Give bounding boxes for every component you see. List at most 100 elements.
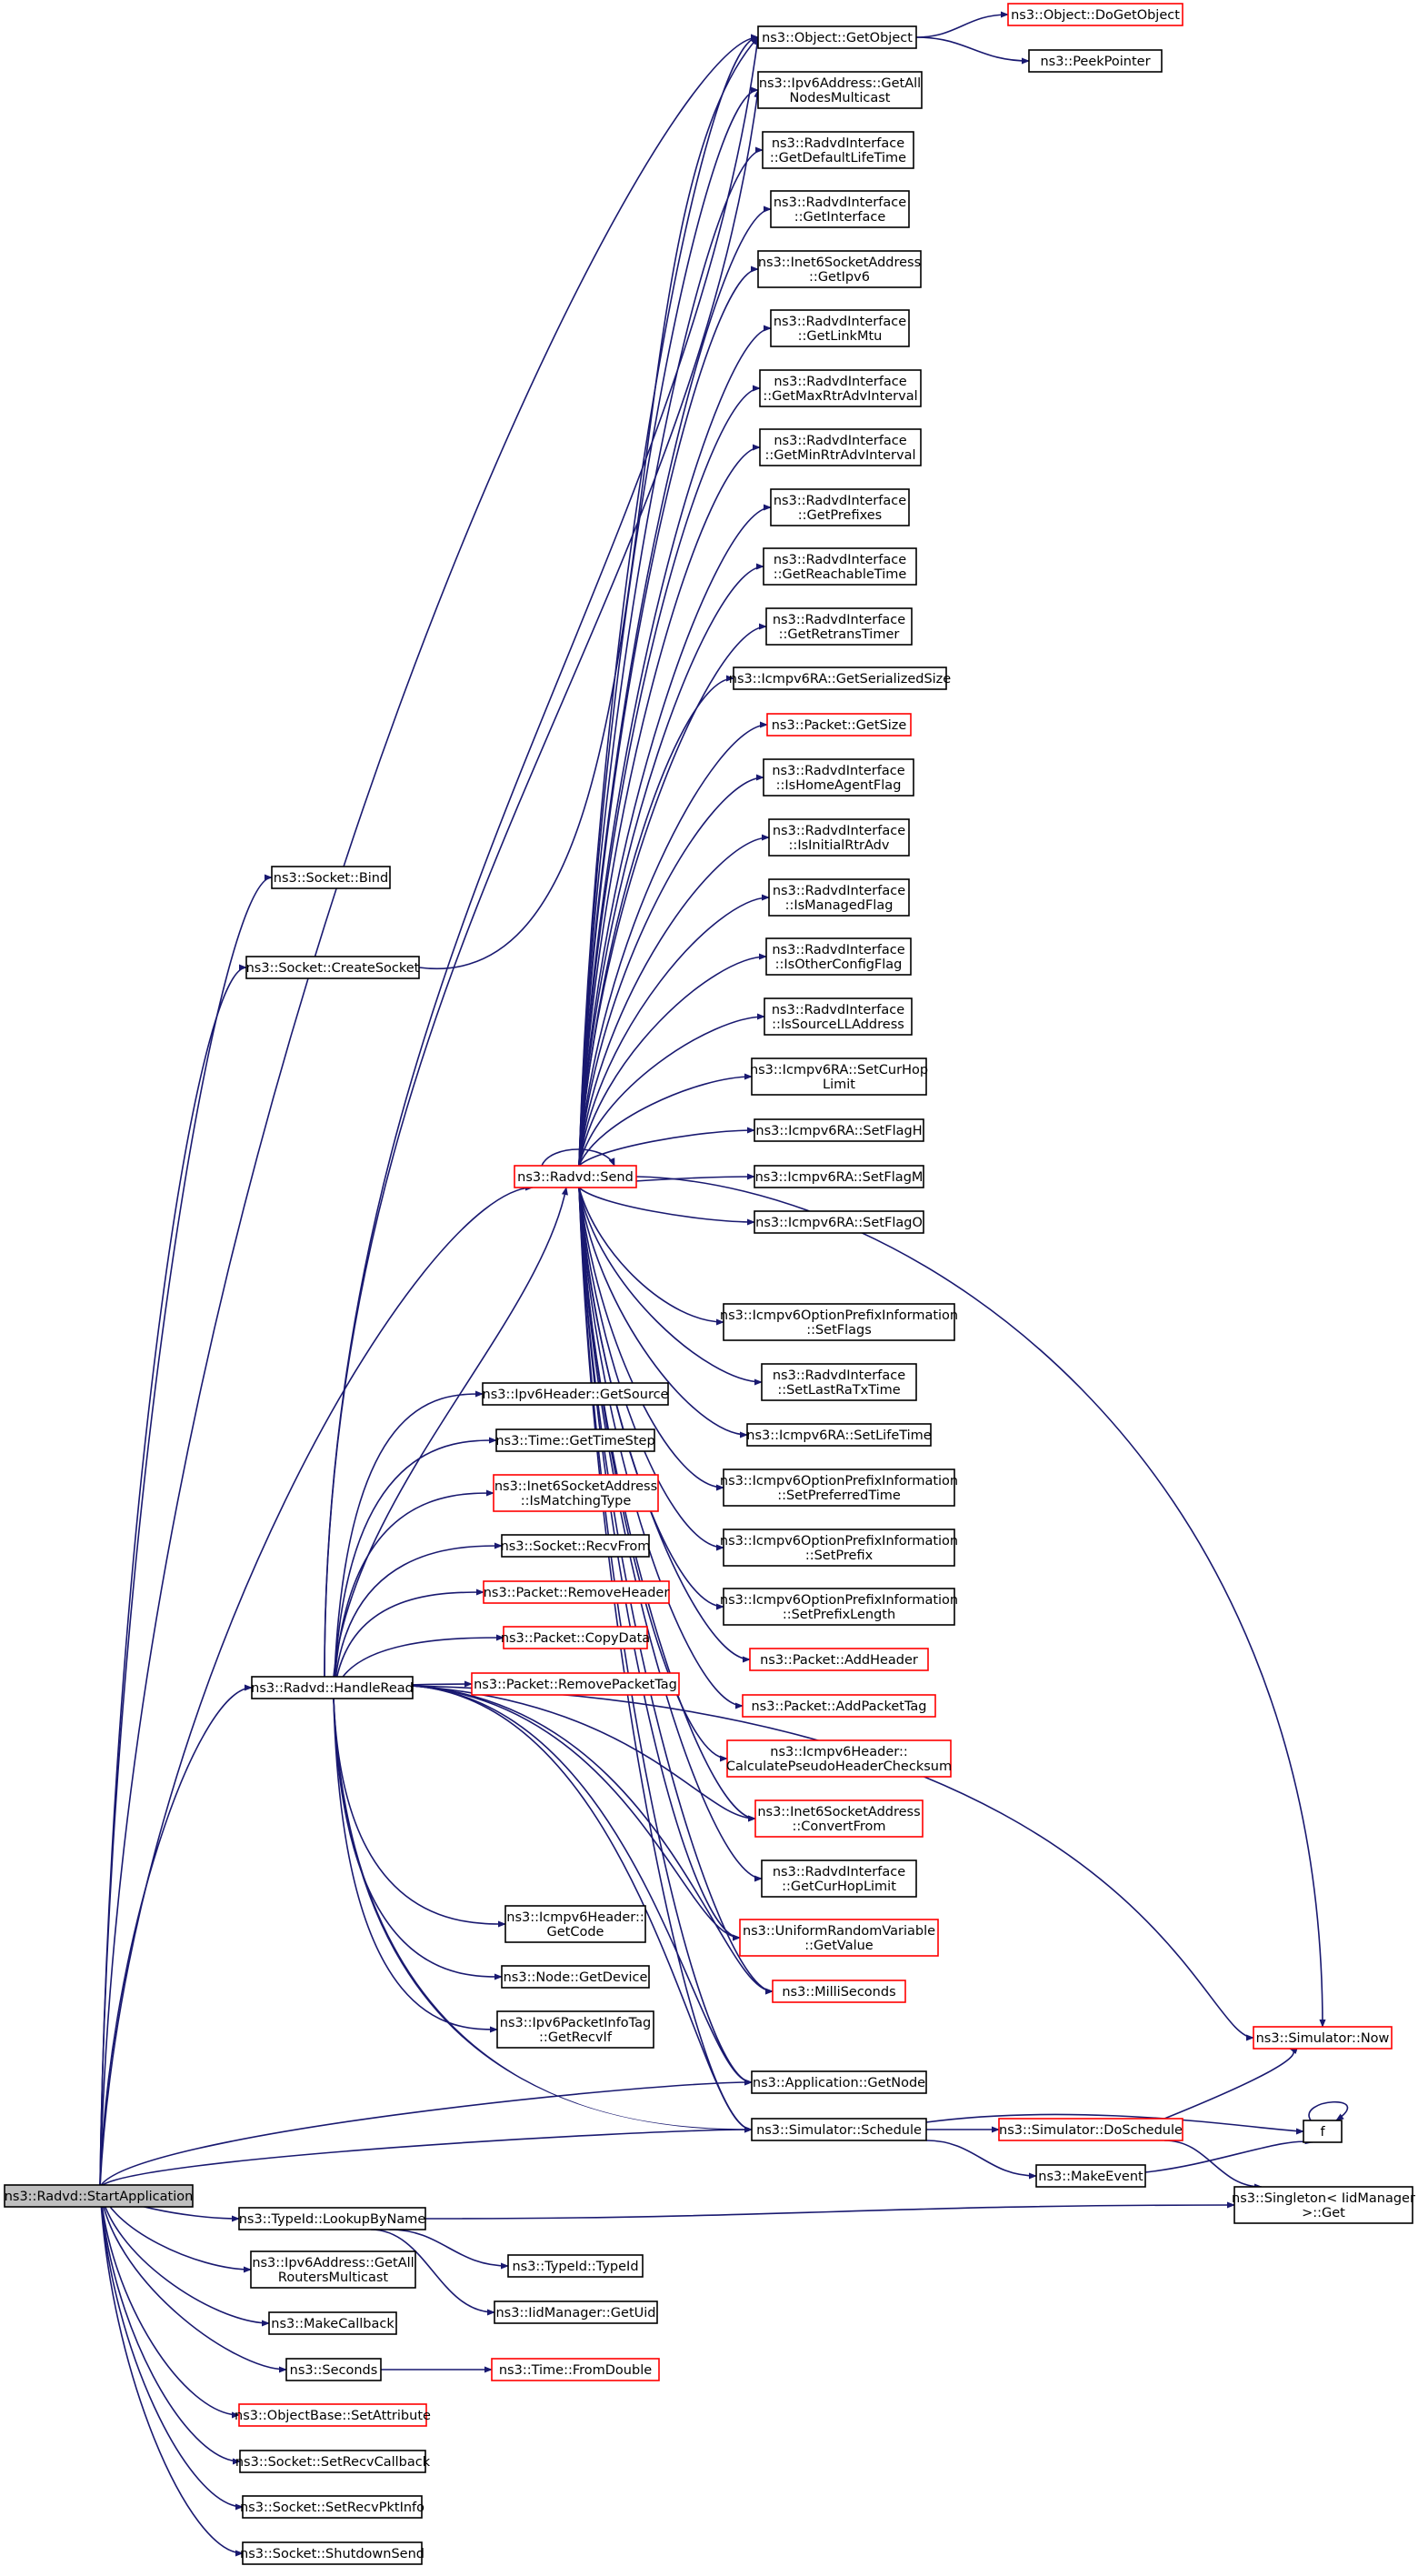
node-startapp[interactable]: ns3::Radvd::StartApplication	[4, 2184, 194, 2208]
node-bind[interactable]: ns3::Socket::Bind	[271, 866, 391, 889]
node-label: ::GetMinRtrAdvInterval	[764, 448, 915, 463]
node-peekpointer[interactable]: ns3::PeekPointer	[1028, 49, 1163, 73]
node-ismatchingtype[interactable]: ns3::Inet6SocketAddress::IsMatchingType	[493, 1474, 659, 1512]
node-copydata[interactable]: ns3::Packet::CopyData	[501, 1626, 650, 1649]
node-setpreferred[interactable]: ns3::Icmpv6OptionPrefixInformation::SetP…	[720, 1468, 958, 1507]
node-setflagm[interactable]: ns3::Icmpv6RA::SetFlagM	[754, 1165, 924, 1188]
node-box-createsocket	[245, 956, 420, 979]
node-getcode[interactable]: ns3::Icmpv6Header::GetCode	[504, 1905, 646, 1943]
node-label: ns3::Singleton< IidManager	[1232, 2191, 1415, 2206]
node-getobject[interactable]: ns3::Object::GetObject	[757, 25, 917, 49]
edge-send-getobject	[578, 34, 759, 1167]
node-lookup[interactable]: ns3::TypeId::LookupByName	[238, 2207, 426, 2230]
node-getdefaultlifetime[interactable]: ns3::RadvdInterface::GetDefaultLifeTime	[762, 131, 914, 169]
node-box-issourcell	[764, 997, 913, 1036]
node-label: ns3::RadvdInterface	[774, 375, 906, 389]
node-label: ns3::Icmpv6OptionPrefixInformation	[720, 1534, 958, 1549]
node-getreachable[interactable]: ns3::RadvdInterface::GetReachableTime	[763, 547, 917, 586]
node-addpackettag[interactable]: ns3::Packet::AddPacketTag	[742, 1694, 936, 1718]
node-label: ::GetDefaultLifeTime	[770, 151, 906, 165]
node-box-send	[514, 1165, 637, 1188]
node-setprefixlen[interactable]: ns3::Icmpv6OptionPrefixInformation::SetP…	[720, 1588, 958, 1626]
node-singletonget[interactable]: ns3::Singleton< IidManager >::Get	[1232, 2186, 1415, 2224]
node-dogetobject[interactable]: ns3::Object::DoGetObject	[1007, 3, 1183, 26]
node-send[interactable]: ns3::Radvd::Send	[514, 1165, 637, 1188]
node-setflags[interactable]: ns3::Icmpv6OptionPrefixInformation::SetF…	[720, 1303, 958, 1341]
node-getvalue[interactable]: ns3::UniformRandomVariable::GetValue	[739, 1919, 939, 1957]
node-getinterface[interactable]: ns3::RadvdInterface::GetInterface	[770, 190, 910, 228]
node-label: ::GetRetransTimer	[779, 627, 900, 642]
node-fromdouble[interactable]: ns3::Time::FromDouble	[491, 2358, 660, 2381]
node-milliseconds[interactable]: ns3::MilliSeconds	[772, 1980, 906, 2003]
node-label: ns3::Socket::ShutdownSend	[240, 2547, 424, 2561]
node-convertfrom[interactable]: ns3::Inet6SocketAddress::ConvertFrom	[754, 1799, 924, 1838]
node-box-getretrans	[765, 607, 913, 646]
node-box-getdevice	[501, 1965, 650, 1989]
node-makecallback[interactable]: ns3::MakeCallback	[268, 2311, 397, 2335]
node-label: ns3::Packet::AddHeader	[760, 1653, 918, 1668]
node-getretrans[interactable]: ns3::RadvdInterface::GetRetransTimer	[765, 607, 913, 646]
node-getmaxrtr[interactable]: ns3::RadvdInterface::GetMaxRtrAdvInterva…	[759, 369, 922, 407]
node-box-schedule	[751, 2118, 927, 2141]
node-label: ns3::Packet::CopyData	[501, 1631, 650, 1646]
node-setrecvcallback[interactable]: ns3::Socket::SetRecvCallback	[235, 2450, 431, 2473]
node-label: ns3::Icmpv6OptionPrefixInformation	[720, 1593, 958, 1608]
node-handleread[interactable]: ns3::Radvd::HandleRead	[251, 1676, 414, 1699]
node-box-handleread	[251, 1676, 414, 1699]
node-typeid[interactable]: ns3::TypeId::TypeId	[507, 2254, 644, 2278]
node-schedule[interactable]: ns3::Simulator::Schedule	[751, 2118, 927, 2141]
node-setlifetime[interactable]: ns3::Icmpv6RA::SetLifeTime	[746, 1423, 932, 1447]
node-getnode[interactable]: ns3::Application::GetNode	[751, 2070, 927, 2094]
node-box-allrouters	[250, 2250, 416, 2289]
node-setflagh[interactable]: ns3::Icmpv6RA::SetFlagH	[754, 1118, 924, 1142]
node-box-setprefix	[723, 1529, 955, 1567]
node-isother[interactable]: ns3::RadvdInterface::IsOtherConfigFlag	[765, 937, 912, 976]
node-label: ns3::Packet::GetSize	[772, 718, 907, 733]
node-setrecvpktinfo[interactable]: ns3::Socket::SetRecvPktInfo	[240, 2495, 424, 2519]
edge-handleread-recvfrom	[333, 1542, 503, 1699]
edge-send-issourcell	[578, 1013, 765, 1167]
node-getrecvif[interactable]: ns3::Ipv6PacketInfoTag::GetRecvIf	[496, 2010, 654, 2049]
node-label: ::SetPrefix	[805, 1549, 874, 1563]
node-seconds[interactable]: ns3::Seconds	[285, 2358, 382, 2381]
node-calcpseudo[interactable]: ns3::Icmpv6Header::CalculatePseudoHeader…	[726, 1739, 952, 1778]
node-ismanaged[interactable]: ns3::RadvdInterface::IsManagedFlag	[768, 878, 910, 917]
node-getlinkmtu[interactable]: ns3::RadvdInterface::GetLinkMtu	[770, 309, 910, 347]
node-getdevice[interactable]: ns3::Node::GetDevice	[501, 1965, 650, 1989]
node-shutdownsend[interactable]: ns3::Socket::ShutdownSend	[240, 2541, 424, 2565]
node-box-setprefixlen	[723, 1588, 955, 1626]
node-getuid[interactable]: ns3::IidManager::GetUid	[494, 2300, 658, 2324]
node-ishomeagent[interactable]: ns3::RadvdInterface::IsHomeAgentFlag	[763, 758, 914, 797]
node-removeheader[interactable]: ns3::Packet::RemoveHeader	[483, 1580, 670, 1604]
node-gettimestep[interactable]: ns3::Time::GetTimeStep	[495, 1428, 655, 1452]
node-setflago[interactable]: ns3::Icmpv6RA::SetFlagO	[754, 1210, 924, 1234]
node-getminrtr[interactable]: ns3::RadvdInterface::GetMinRtrAdvInterva…	[759, 428, 922, 466]
node-setprefix[interactable]: ns3::Icmpv6OptionPrefixInformation::SetP…	[720, 1529, 958, 1567]
node-doschedule[interactable]: ns3::Simulator::DoSchedule	[998, 2118, 1183, 2141]
node-createsocket[interactable]: ns3::Socket::CreateSocket	[245, 956, 420, 979]
node-getcurhop[interactable]: ns3::RadvdInterface::GetCurHopLimit	[761, 1859, 917, 1898]
node-getsize[interactable]: ns3::Packet::GetSize	[766, 713, 912, 737]
edge-handleread-convertfrom	[412, 1685, 756, 1822]
node-getipv6[interactable]: ns3::Inet6SocketAddress::GetIpv6	[757, 250, 922, 288]
node-label: ns3::Icmpv6RA::SetFlagH	[755, 1124, 922, 1138]
node-getsource[interactable]: ns3::Ipv6Header::GetSource	[482, 1382, 669, 1406]
node-label: ns3::Simulator::Schedule	[756, 2123, 922, 2138]
node-label: ::SetFlags	[806, 1323, 872, 1338]
node-setattribute[interactable]: ns3::ObjectBase::SetAttribute	[235, 2403, 431, 2427]
node-setlastra[interactable]: ns3::RadvdInterface::SetLastRaTxTime	[761, 1363, 917, 1401]
node-removepackettag[interactable]: ns3::Packet::RemovePacketTag	[471, 1672, 680, 1696]
node-f[interactable]: f	[1303, 2120, 1343, 2143]
node-getserialized[interactable]: ns3::Icmpv6RA::GetSerializedSize	[729, 667, 952, 690]
node-issourcell[interactable]: ns3::RadvdInterface::IsSourceLLAddress	[764, 997, 913, 1036]
node-now[interactable]: ns3::Simulator::Now	[1253, 2026, 1393, 2050]
node-addheader[interactable]: ns3::Packet::AddHeader	[749, 1648, 929, 1671]
node-isinitial[interactable]: ns3::RadvdInterface::IsInitialRtrAdv	[768, 818, 910, 857]
node-label: ns3::Icmpv6Header::	[770, 1745, 907, 1759]
node-makeevent[interactable]: ns3::MakeEvent	[1035, 2164, 1146, 2188]
node-recvfrom[interactable]: ns3::Socket::RecvFrom	[501, 1534, 651, 1558]
node-getprefixes[interactable]: ns3::RadvdInterface::GetPrefixes	[770, 488, 910, 526]
